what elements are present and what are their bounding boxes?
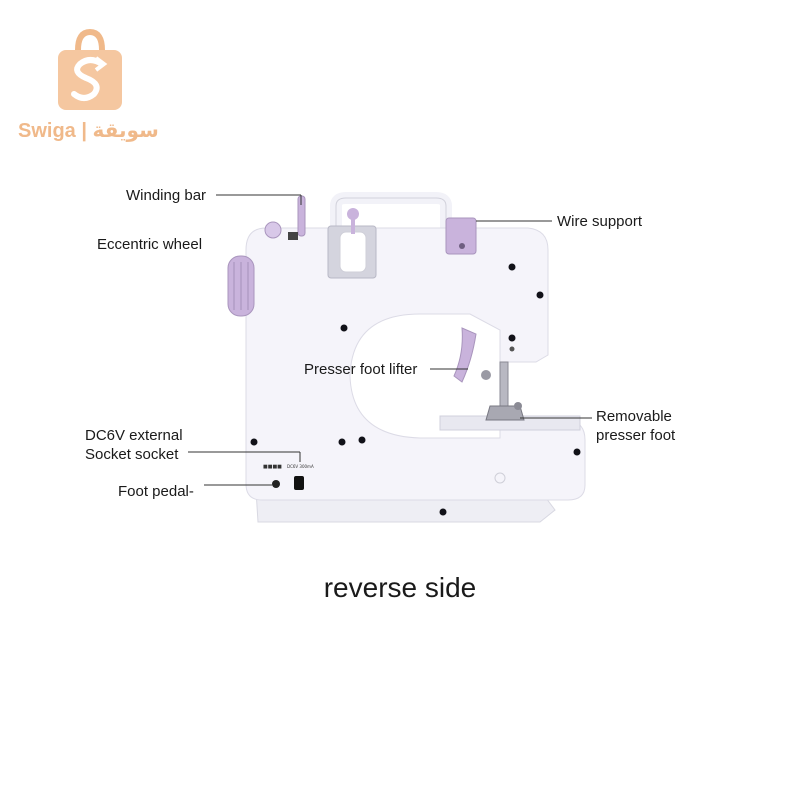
eccentric-knob: [264, 221, 282, 239]
label-dc-socket-line2: Socket socket: [85, 446, 179, 463]
label-eccentric-wheel: Eccentric wheel: [97, 236, 203, 253]
svg-text:■■■■: ■■■■: [263, 464, 282, 470]
label-removable-presser-foot-line1: Removable: [596, 408, 672, 425]
label-dc-socket-line1: DC6V external: [85, 427, 183, 444]
body-screws: [250, 263, 581, 516]
wire-support: [445, 217, 477, 255]
removable-presser-foot: [485, 405, 525, 421]
brand-logo-icon: [58, 28, 122, 110]
dc-socket: [294, 476, 304, 490]
needle-bar: [499, 361, 509, 411]
foot-pedal-socket: [272, 480, 280, 488]
label-wire-support: Wire support: [557, 213, 643, 230]
caption: reverse side: [323, 572, 477, 603]
label-presser-foot-lifter: Presser foot lifter: [304, 361, 418, 378]
label-foot-pedal: Foot pedal-: [118, 483, 194, 500]
leader-lines: [188, 194, 592, 486]
svg-text:DC6V 300mA: DC6V 300mA: [287, 464, 314, 469]
brand-name: Swiga | سويقة: [18, 120, 159, 142]
presser-foot-lifter: [453, 327, 477, 383]
machine-body: [245, 227, 586, 501]
label-removable-presser-foot-line2: presser foot: [596, 427, 676, 444]
label-winding-bar: Winding bar: [126, 187, 207, 204]
